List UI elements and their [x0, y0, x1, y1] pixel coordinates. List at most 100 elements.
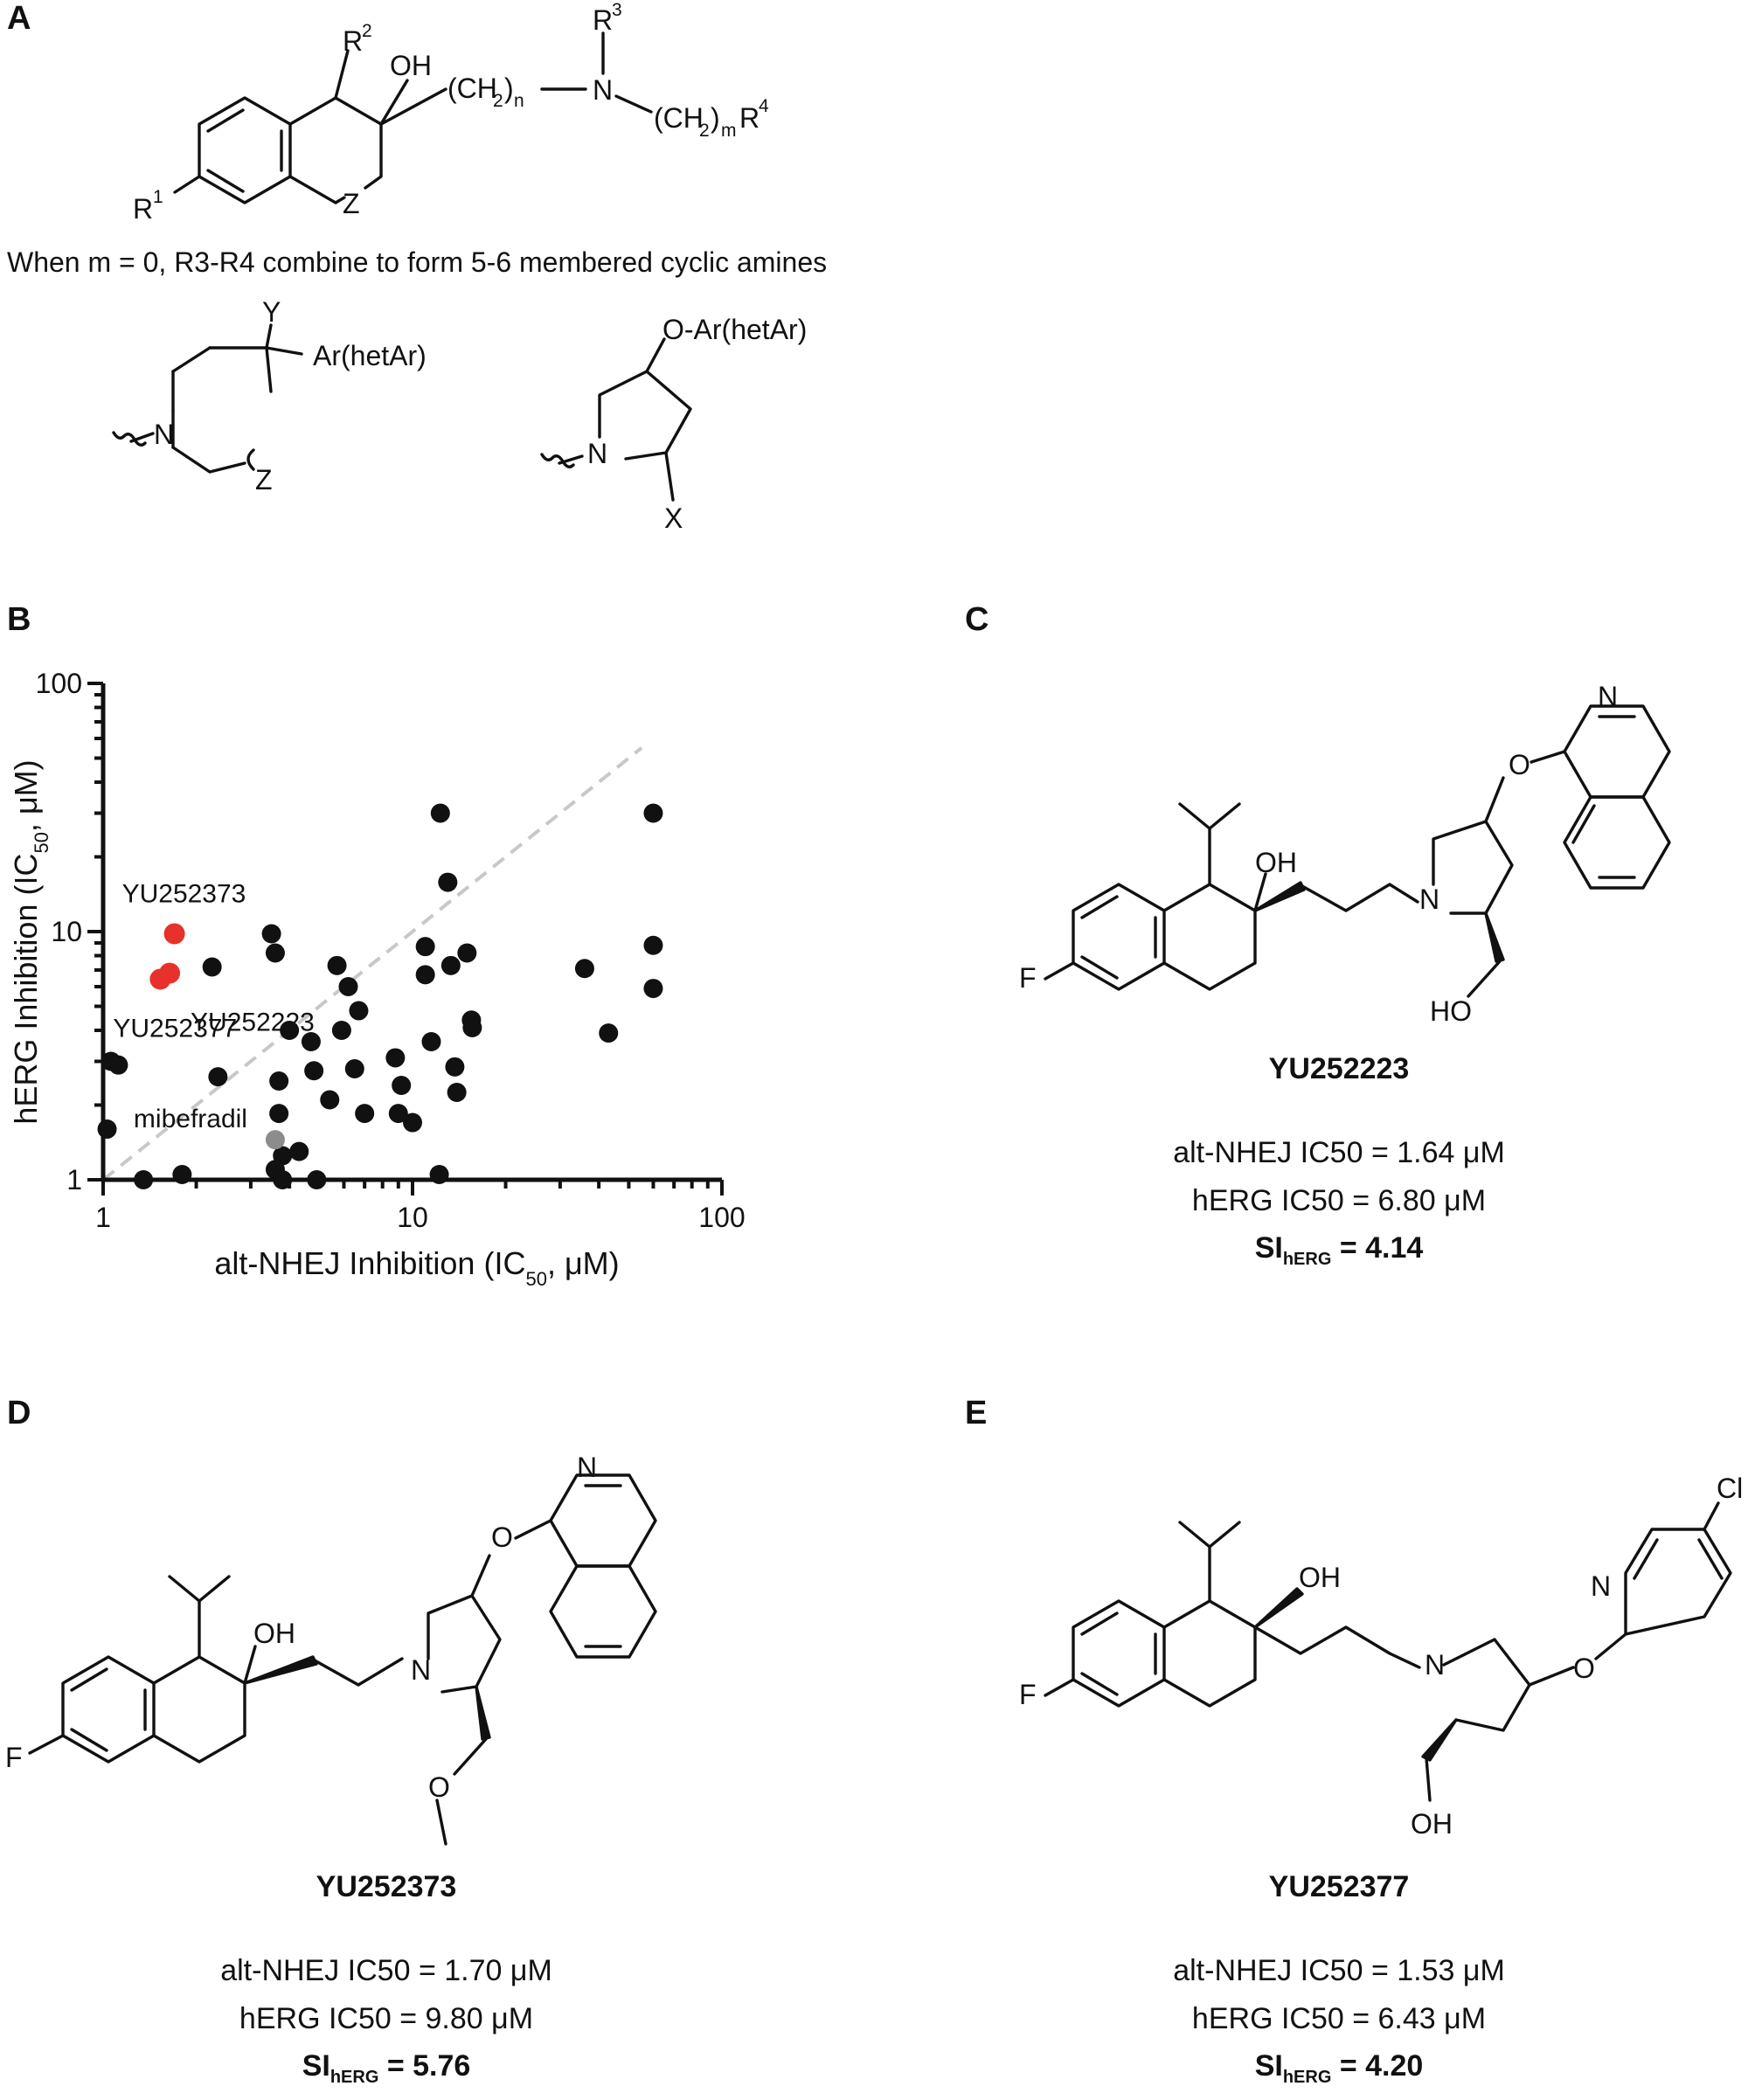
caption-yu252373: YU252373 alt-NHEJ IC50 = 1.70 μM hERG IC… [124, 1863, 649, 2091]
highlight-point [163, 923, 185, 945]
data-point [457, 943, 477, 963]
si-prefix: SI [302, 2049, 330, 2083]
data-point [327, 955, 347, 975]
chart-points [97, 803, 663, 1189]
r4-group-sub: 2 [699, 121, 710, 141]
data-point [599, 1023, 619, 1043]
data-point [338, 977, 358, 997]
r4-group-label: (CH [654, 102, 704, 134]
oh-label: OH [390, 50, 432, 81]
chain-n-label: (CH [447, 73, 497, 104]
z-label: Z [343, 188, 360, 219]
piperidine-substructure [112, 323, 303, 474]
data-point [438, 872, 458, 892]
r4-label: R [739, 102, 760, 134]
scaffold-structure [173, 31, 653, 204]
pyr-x-label: X [664, 502, 683, 534]
data-point [331, 1021, 351, 1041]
caption-yu252377: YU252377 alt-NHEJ IC50 = 1.53 μM hERG IC… [1077, 1863, 1601, 2091]
highlight-label: YU252377 [113, 1014, 237, 1043]
c-f-atom: F [1019, 962, 1037, 994]
y-tick-label: 1 [66, 1164, 82, 1196]
herg-ic50: hERG IC50 = 6.43 μM [1191, 2001, 1487, 2035]
c-o-atom: O [1509, 749, 1530, 780]
data-point [269, 1104, 289, 1124]
si-sub: hERG [1282, 1249, 1332, 1269]
data-point [355, 1104, 375, 1124]
data-point [643, 803, 663, 823]
data-point [445, 1057, 465, 1077]
panel-label-d: D [7, 1395, 31, 1431]
data-point [462, 1017, 482, 1037]
y-axis-title: hERG Inhibition (IC50, μM) [8, 759, 52, 1124]
r3-sup: 3 [612, 0, 622, 20]
d-o-atom: O [491, 1521, 513, 1553]
highlight-label: YU252373 [122, 879, 246, 908]
pip-y-label: Y [262, 296, 281, 328]
d-oh-label: OH [253, 1618, 295, 1649]
chain-n-index: n [514, 91, 524, 111]
si-prefix: SI [1254, 1231, 1283, 1265]
alt-nhej-ic50: alt-NHEJ IC50 = 1.64 μM [1173, 1136, 1505, 1170]
caption-yu252223: YU252223 alt-NHEJ IC50 = 1.64 μM hERG IC… [1077, 1045, 1601, 1273]
e-o-atom: O [1573, 1653, 1595, 1684]
data-point [403, 1112, 422, 1133]
data-point [320, 1090, 340, 1110]
compound-name: YU252223 [1268, 1052, 1410, 1085]
data-point [307, 1170, 327, 1189]
data-point [574, 959, 594, 979]
data-point [265, 943, 285, 963]
compound-name: YU252377 [1268, 1870, 1410, 1903]
r1-label: R [133, 193, 153, 225]
panel-label-c: C [965, 601, 989, 638]
r4-m-index: m [721, 121, 737, 141]
data-point [392, 1076, 412, 1096]
mibefradil-point [265, 1130, 285, 1150]
x-axis-title: alt-NHEJ Inhibition (IC50, μM) [214, 1245, 619, 1290]
chart-diagonal-layer [101, 746, 643, 1182]
si-sub: hERG [329, 2067, 379, 2087]
alt-nhej-ic50: alt-NHEJ IC50 = 1.53 μM [1173, 1954, 1505, 1988]
r4-group-close: ) [711, 102, 720, 134]
si-value: = 4.14 [1331, 1231, 1424, 1265]
data-point [643, 935, 663, 955]
data-point [385, 1048, 406, 1068]
compound-name: YU252373 [316, 1870, 457, 1903]
d-ring-n-atom: N [577, 1452, 597, 1483]
e-oh-label: OH [1299, 1562, 1341, 1593]
d-ome-atom: O [428, 1771, 450, 1803]
data-point [134, 1170, 154, 1189]
data-point [97, 1119, 117, 1140]
pip-ar-label: Ar(hetAr) [313, 340, 427, 371]
data-point [289, 1141, 309, 1161]
c-ho-label: HO [1430, 995, 1472, 1027]
data-point [208, 1067, 228, 1087]
si-value: = 5.76 [378, 2049, 471, 2083]
data-point [415, 965, 435, 985]
y-tick-label: 100 [36, 668, 82, 699]
data-point [202, 957, 222, 977]
highlight-label: YU252223 [191, 1008, 315, 1037]
e-ring-n-atom: N [1591, 1570, 1611, 1602]
si-value: = 4.20 [1331, 2049, 1424, 2083]
data-point [108, 1055, 128, 1075]
data-point [301, 1032, 321, 1052]
diagonal-line [101, 746, 643, 1182]
data-point [429, 1164, 449, 1184]
data-point [280, 1021, 300, 1041]
chain-n-close: ) [504, 73, 514, 104]
structure-yu252377 [1044, 1501, 1732, 1802]
y-tick-label: 10 [51, 916, 82, 947]
c-oh-label: OH [1255, 847, 1297, 878]
r1-sup: 1 [153, 187, 163, 207]
structure-yu252223 [1044, 704, 1671, 998]
pip-n-label: N [154, 419, 174, 450]
r4-sup: 4 [759, 96, 769, 116]
data-point [349, 1001, 369, 1021]
data-point [440, 955, 461, 975]
r3-label: R [593, 4, 613, 36]
